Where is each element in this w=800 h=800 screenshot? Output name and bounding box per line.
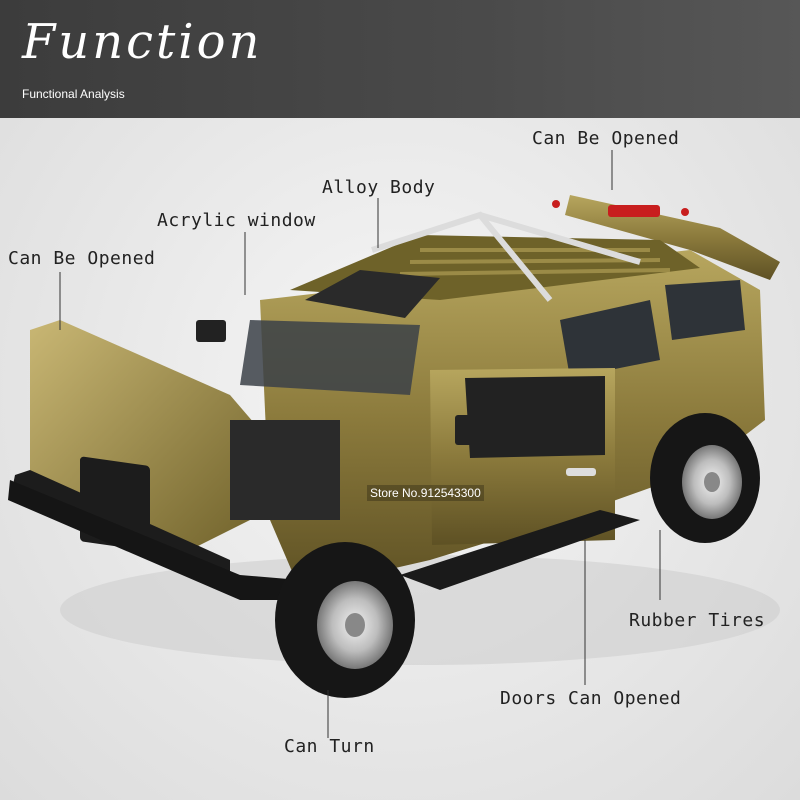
side-step <box>400 510 640 590</box>
label-trunk-opens: Can Be Opened <box>532 128 680 149</box>
page-subtitle: Functional Analysis <box>22 87 125 101</box>
front-wheel <box>275 542 415 698</box>
front-bumper <box>8 480 300 600</box>
label-rubber-tires: Rubber Tires <box>629 610 766 631</box>
car-body <box>196 211 765 590</box>
open-door <box>430 368 615 545</box>
rear-hatch <box>552 195 780 280</box>
label-hood-opens: Can Be Opened <box>8 248 156 269</box>
store-watermark: Store No.912543300 <box>367 485 484 501</box>
label-can-turn: Can Turn <box>284 736 375 757</box>
label-acrylic-window: Acrylic window <box>157 210 316 231</box>
label-doors-open: Doors Can Opened <box>500 688 682 709</box>
engine-bay <box>230 420 340 520</box>
page-title: Function <box>22 14 263 70</box>
header-banner: Function Functional Analysis <box>0 0 800 118</box>
label-alloy-body: Alloy Body <box>322 177 436 198</box>
callout-lines <box>59 150 661 738</box>
rear-wheel <box>650 413 760 543</box>
